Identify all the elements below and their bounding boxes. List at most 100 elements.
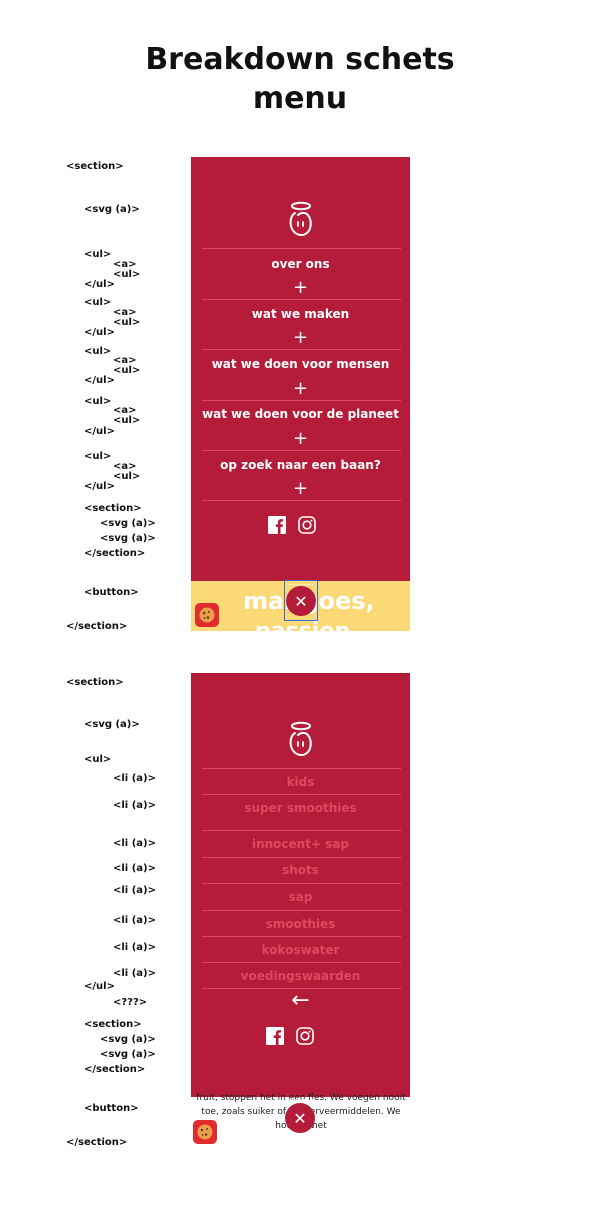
divider — [202, 936, 401, 937]
tag-section-close: </section> — [66, 1137, 128, 1148]
submenu-item-shots[interactable]: shots — [282, 863, 319, 877]
divider — [202, 857, 401, 858]
facebook-icon[interactable] — [266, 1027, 284, 1045]
close-button[interactable]: ✕ — [286, 586, 316, 616]
tag-svg-a: <svg (a)> — [100, 1034, 156, 1045]
menu-item-over-ons[interactable]: over ons — [271, 257, 330, 271]
tag-svg: <svg (a)> — [84, 719, 140, 730]
tag-a: <a> — [113, 259, 137, 270]
menu-item-planeet[interactable]: wat we doen voor de planeet — [202, 407, 399, 421]
submenu-item-super-smoothies[interactable]: super smoothies — [244, 801, 357, 815]
tag-section-open: <section> — [66, 677, 124, 688]
tag-ul: <ul> — [84, 249, 112, 260]
divider — [202, 830, 401, 831]
title-line-2: menu — [252, 81, 348, 116]
divider — [202, 962, 401, 963]
tag-a: <a> — [113, 405, 137, 416]
close-icon: ✕ — [294, 591, 308, 611]
tag-ul-close: </ul> — [84, 981, 115, 992]
tag-svg: <svg (a)> — [84, 204, 140, 215]
tag-button: <button> — [84, 1103, 139, 1114]
submenu-panel-bottom: kids super smoothies innocent+ sap shots… — [191, 673, 410, 1097]
close-icon: ✕ — [293, 1108, 307, 1128]
page-title: Breakdown schets menu — [0, 40, 600, 118]
submenu-item-innocent-sap[interactable]: innocent+ sap — [251, 837, 350, 851]
submenu-item-smoothies[interactable]: smoothies — [265, 917, 336, 931]
back-arrow-icon[interactable]: ← — [291, 988, 310, 1013]
menu-item-mensen[interactable]: wat we doen voor mensen — [211, 357, 390, 371]
menu-panel-top: over ons + wat we maken + wat we doen vo… — [191, 157, 410, 631]
close-button[interactable]: ✕ — [285, 1103, 315, 1133]
tag-ul-inner: <ul> — [113, 415, 141, 426]
tag-li: <li (a)> — [113, 773, 156, 784]
divider — [202, 910, 401, 911]
tag-svg-a: <svg (a)> — [100, 533, 156, 544]
divider — [202, 450, 401, 451]
expand-plus-icon[interactable]: + — [292, 327, 309, 348]
expand-plus-icon[interactable]: + — [292, 277, 309, 298]
tag-ul: <ul> — [84, 754, 112, 765]
tag-ul-inner: <ul> — [113, 365, 141, 376]
menu-item-wat-we-maken[interactable]: wat we maken — [251, 307, 350, 321]
tag-li: <li (a)> — [113, 863, 156, 874]
tag-ul-inner: <ul> — [113, 269, 141, 280]
tag-li: <li (a)> — [113, 885, 156, 896]
divider — [202, 500, 401, 501]
expand-plus-icon[interactable]: + — [292, 378, 309, 399]
tag-ul: <ul> — [84, 396, 112, 407]
tag-a: <a> — [113, 461, 137, 472]
tag-ul: <ul> — [84, 297, 112, 308]
divider — [202, 768, 401, 769]
facebook-icon[interactable] — [268, 516, 286, 534]
tag-ul: <ul> — [84, 346, 112, 357]
innocent-logo-icon[interactable] — [286, 199, 316, 239]
tag-ul-close: </ul> — [84, 279, 115, 290]
tag-section-open: <section> — [66, 161, 124, 172]
submenu-item-voedingswaarden[interactable]: voedingswaarden — [240, 969, 361, 983]
divider — [202, 248, 401, 249]
innocent-logo-icon[interactable] — [286, 719, 316, 759]
tag-section-inner-close: </section> — [84, 548, 146, 559]
menu-item-baan[interactable]: op zoek naar een baan? — [220, 458, 381, 472]
submenu-item-sap[interactable]: sap — [288, 890, 313, 904]
expand-plus-icon[interactable]: + — [292, 428, 309, 449]
submenu-item-kids[interactable]: kids — [286, 775, 315, 789]
divider — [202, 349, 401, 350]
submenu-item-kokoswater[interactable]: kokoswater — [261, 943, 340, 957]
divider — [202, 299, 401, 300]
cookie-button[interactable] — [195, 603, 219, 627]
banner-subline: passion — [255, 619, 350, 631]
selection-dots — [289, 584, 313, 585]
tag-ul-close: </ul> — [84, 481, 115, 492]
divider — [202, 883, 401, 884]
instagram-icon[interactable] — [298, 516, 316, 534]
tag-unknown: <???> — [113, 997, 148, 1008]
tag-ul: <ul> — [84, 451, 112, 462]
tag-ul-close: </ul> — [84, 426, 115, 437]
tag-section-inner-open: <section> — [84, 1019, 142, 1030]
selection-outline — [284, 580, 318, 621]
tag-svg-a: <svg (a)> — [100, 1049, 156, 1060]
tag-ul-inner: <ul> — [113, 471, 141, 482]
tag-section-inner-close: </section> — [84, 1064, 146, 1075]
cookie-icon — [197, 1124, 213, 1140]
tag-ul-close: </ul> — [84, 375, 115, 386]
tag-ul-inner: <ul> — [113, 317, 141, 328]
tag-button: <button> — [84, 587, 139, 598]
tag-li: <li (a)> — [113, 942, 156, 953]
instagram-icon[interactable] — [296, 1027, 314, 1045]
tag-svg-a: <svg (a)> — [100, 518, 156, 529]
tag-section-close: </section> — [66, 621, 128, 632]
cookie-button[interactable] — [193, 1120, 217, 1144]
cookie-icon — [199, 607, 215, 623]
tag-a: <a> — [113, 355, 137, 366]
tag-a: <a> — [113, 307, 137, 318]
divider — [202, 794, 401, 795]
title-line-1: Breakdown schets — [145, 42, 455, 77]
tag-ul-close: </ul> — [84, 327, 115, 338]
tag-li: <li (a)> — [113, 915, 156, 926]
tag-section-inner-open: <section> — [84, 503, 142, 514]
tag-li: <li (a)> — [113, 838, 156, 849]
divider — [202, 400, 401, 401]
expand-plus-icon[interactable]: + — [292, 478, 309, 499]
